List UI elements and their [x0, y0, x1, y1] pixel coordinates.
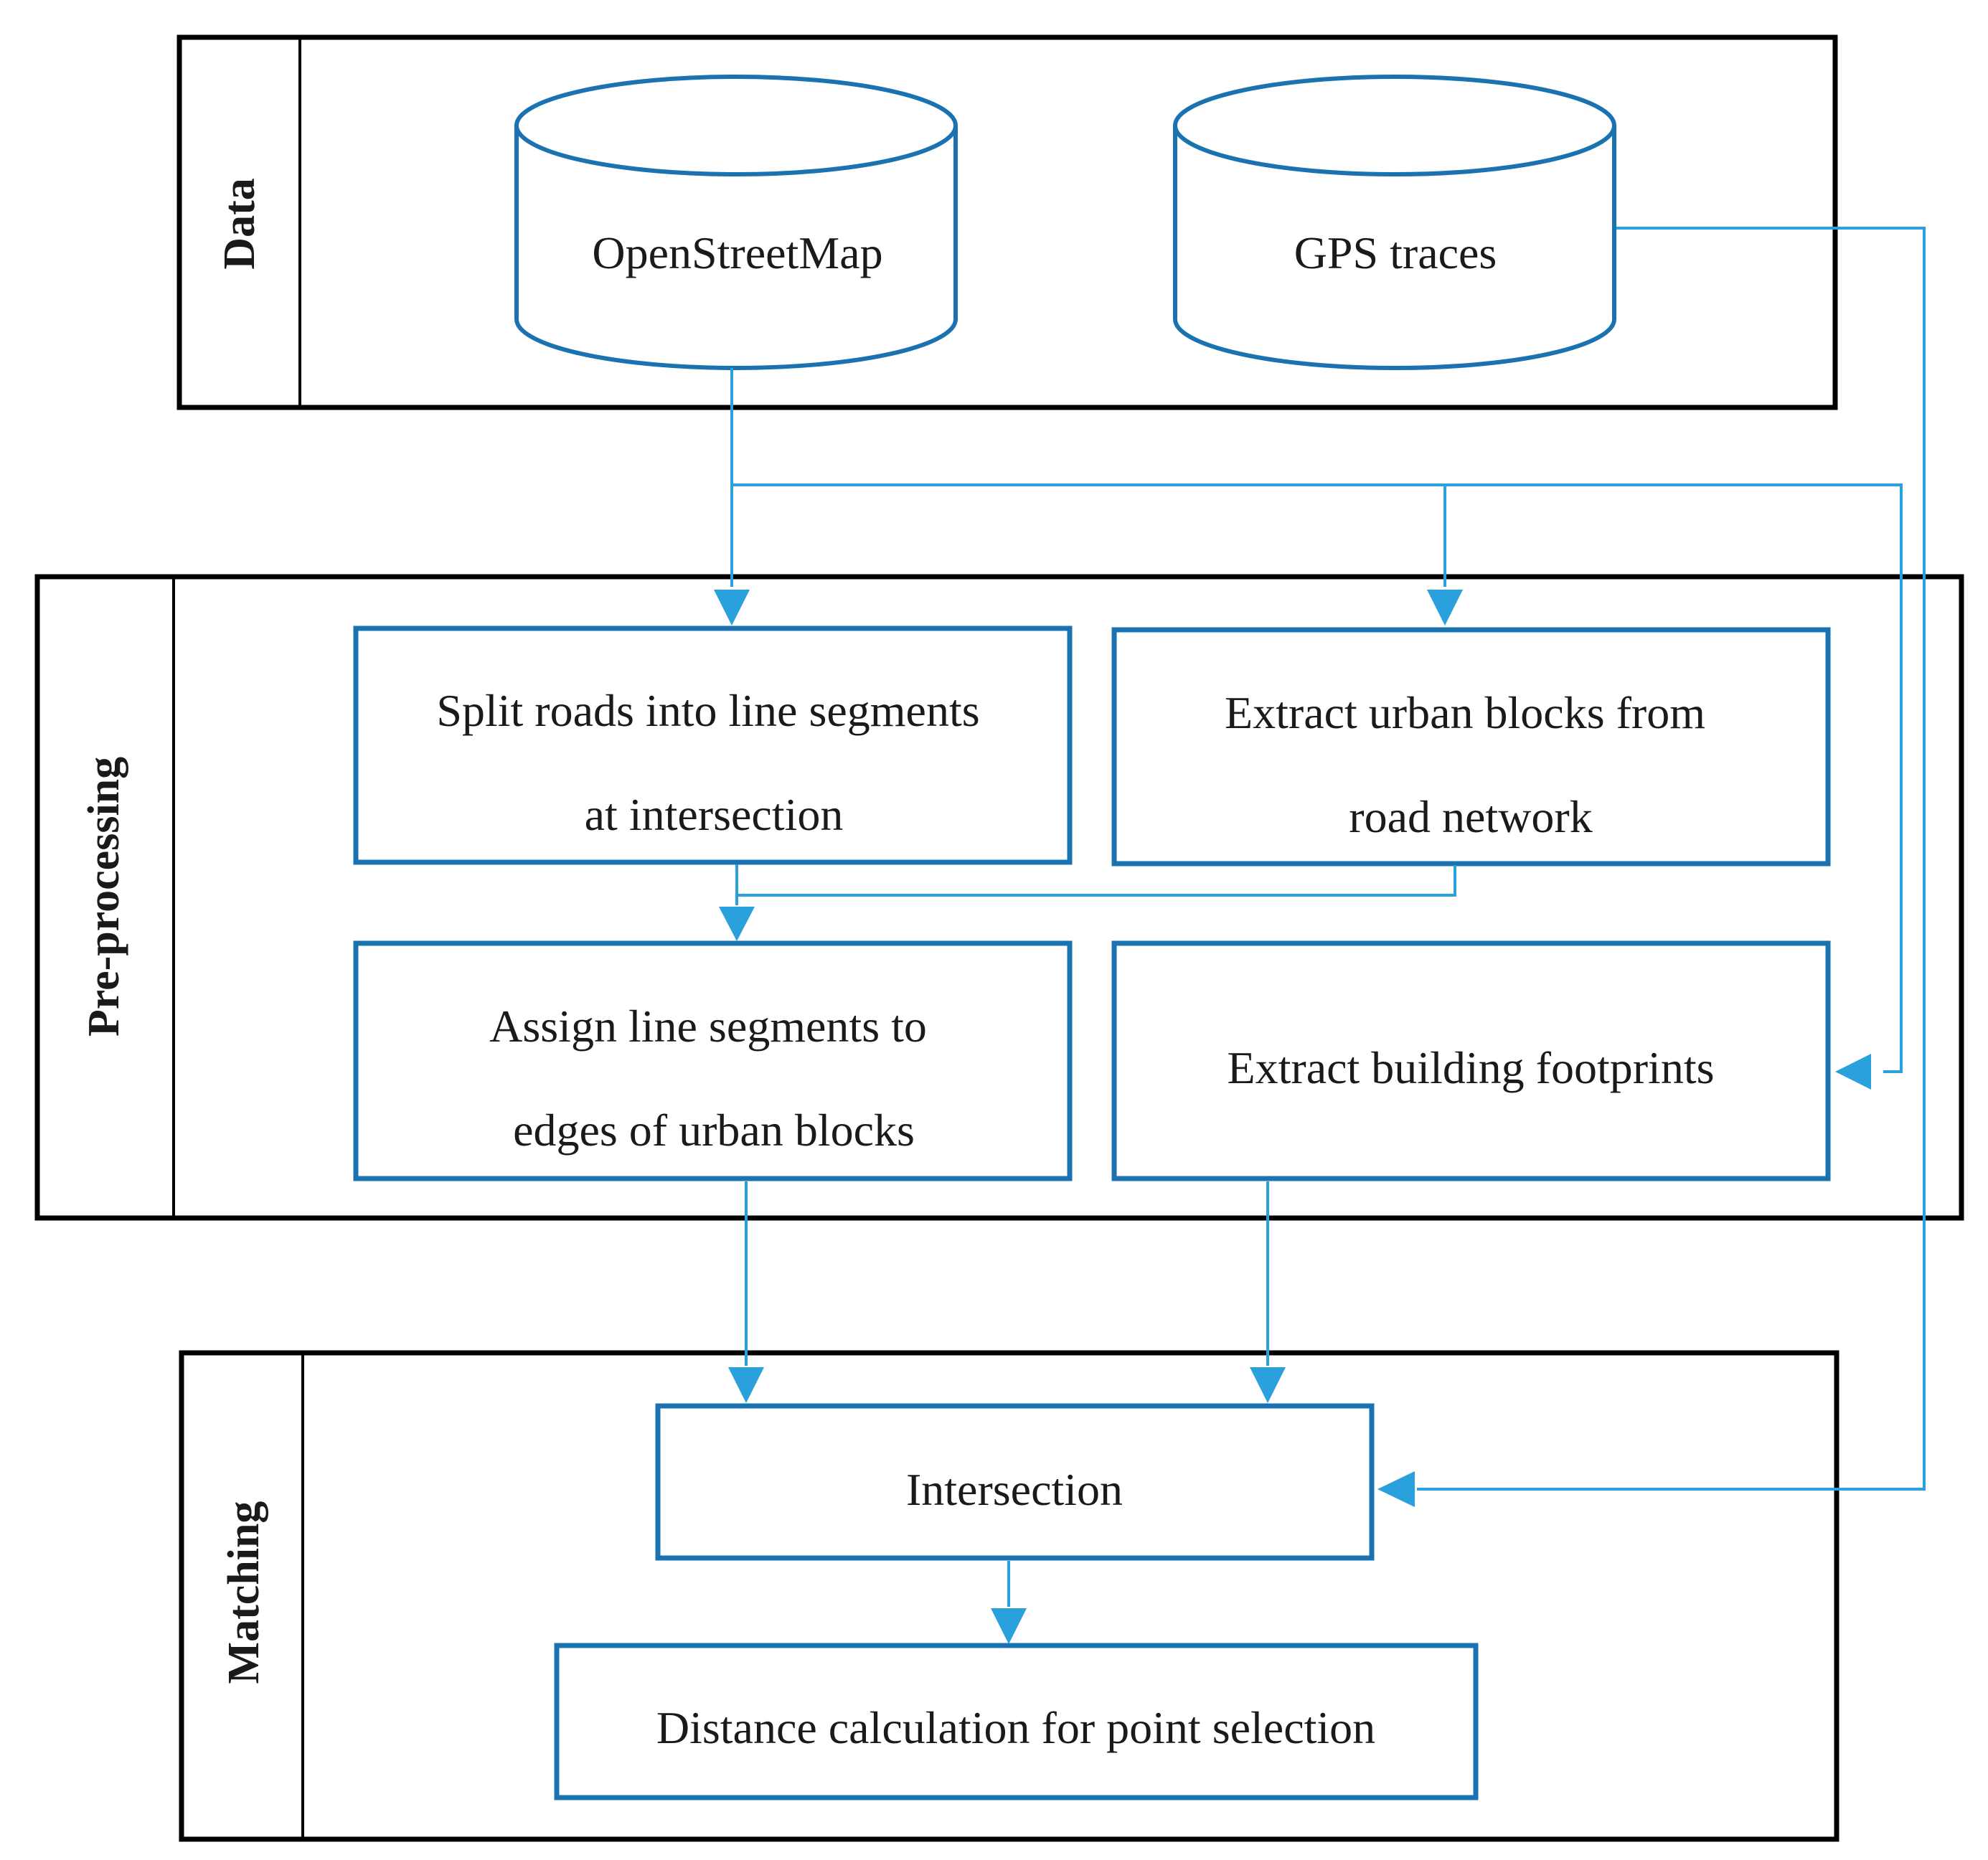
node-openstreetmap-label: OpenStreetMap: [592, 227, 882, 278]
node-split-roads-label: Split roads into line segments at inters…: [436, 685, 991, 840]
node-intersection-label: Intersection: [906, 1464, 1123, 1515]
node-openstreetmap: OpenStreetMap: [514, 75, 958, 370]
section-matching: Matching: [179, 1350, 1839, 1842]
section-data-label: Data: [215, 178, 264, 269]
section-preprocessing: Pre-processing: [34, 574, 1964, 1221]
section-preprocessing-frame: [34, 574, 1964, 1221]
section-data-frame: [176, 34, 1838, 410]
node-gps-traces: GPS traces: [1173, 75, 1616, 370]
node-extract-building-footprints-label: Extract building footprints: [1228, 1042, 1715, 1093]
arrowhead-urban-blocks: [1427, 590, 1463, 625]
arrowhead-split-roads: [714, 590, 750, 625]
cylinder-openstreetmap-top: [514, 75, 958, 176]
cylinder-openstreetmap-body: [514, 126, 958, 370]
arrowhead-intersection-gps: [1377, 1471, 1415, 1507]
arrowhead-building-footprints: [1835, 1054, 1871, 1090]
connectors: [714, 227, 1926, 1644]
arrowhead-distance-calculation: [991, 1608, 1027, 1644]
node-extract-building-footprints-box: [1111, 940, 1831, 1181]
node-split-roads-box: [353, 625, 1073, 865]
node-extract-urban-blocks-box: [1111, 627, 1831, 867]
node-intersection-box: [655, 1403, 1375, 1561]
node-extract-building-footprints: Extract building footprints: [1111, 940, 1831, 1181]
section-matching-label: Matching: [220, 1501, 268, 1684]
node-distance-calculation-label: Distance calculation for point selection: [656, 1702, 1375, 1753]
cylinder-gps-top: [1173, 75, 1616, 176]
node-extract-urban-blocks-label: Extract urban blocks from road network: [1225, 687, 1717, 842]
node-distance-calculation-box: [554, 1643, 1479, 1800]
arrowhead-assign-segments: [719, 907, 755, 941]
connector-gps-to-intersection: [1417, 227, 1926, 1491]
arrowhead-intersection-left: [728, 1367, 764, 1403]
node-assign-segments-label: Assign line segments to edges of urban b…: [489, 1001, 938, 1156]
node-distance-calculation: Distance calculation for point selection: [554, 1643, 1479, 1800]
cylinder-gps-body: [1173, 126, 1616, 370]
node-assign-segments-box: [353, 940, 1073, 1181]
node-split-roads: Split roads into line segments at inters…: [353, 625, 1073, 865]
connector-blocks-to-assign: [737, 865, 1456, 897]
node-intersection: Intersection: [655, 1403, 1375, 1561]
connector-osm-branch-bus: [732, 483, 1903, 1073]
section-matching-frame: [179, 1350, 1839, 1842]
node-extract-urban-blocks: Extract urban blocks from road network: [1111, 627, 1831, 867]
arrowhead-intersection-right: [1250, 1367, 1286, 1403]
section-preprocessing-label: Pre-processing: [80, 757, 128, 1037]
node-gps-traces-label: GPS traces: [1294, 227, 1497, 278]
section-data: Data: [176, 34, 1838, 410]
node-assign-segments: Assign line segments to edges of urban b…: [353, 940, 1073, 1181]
